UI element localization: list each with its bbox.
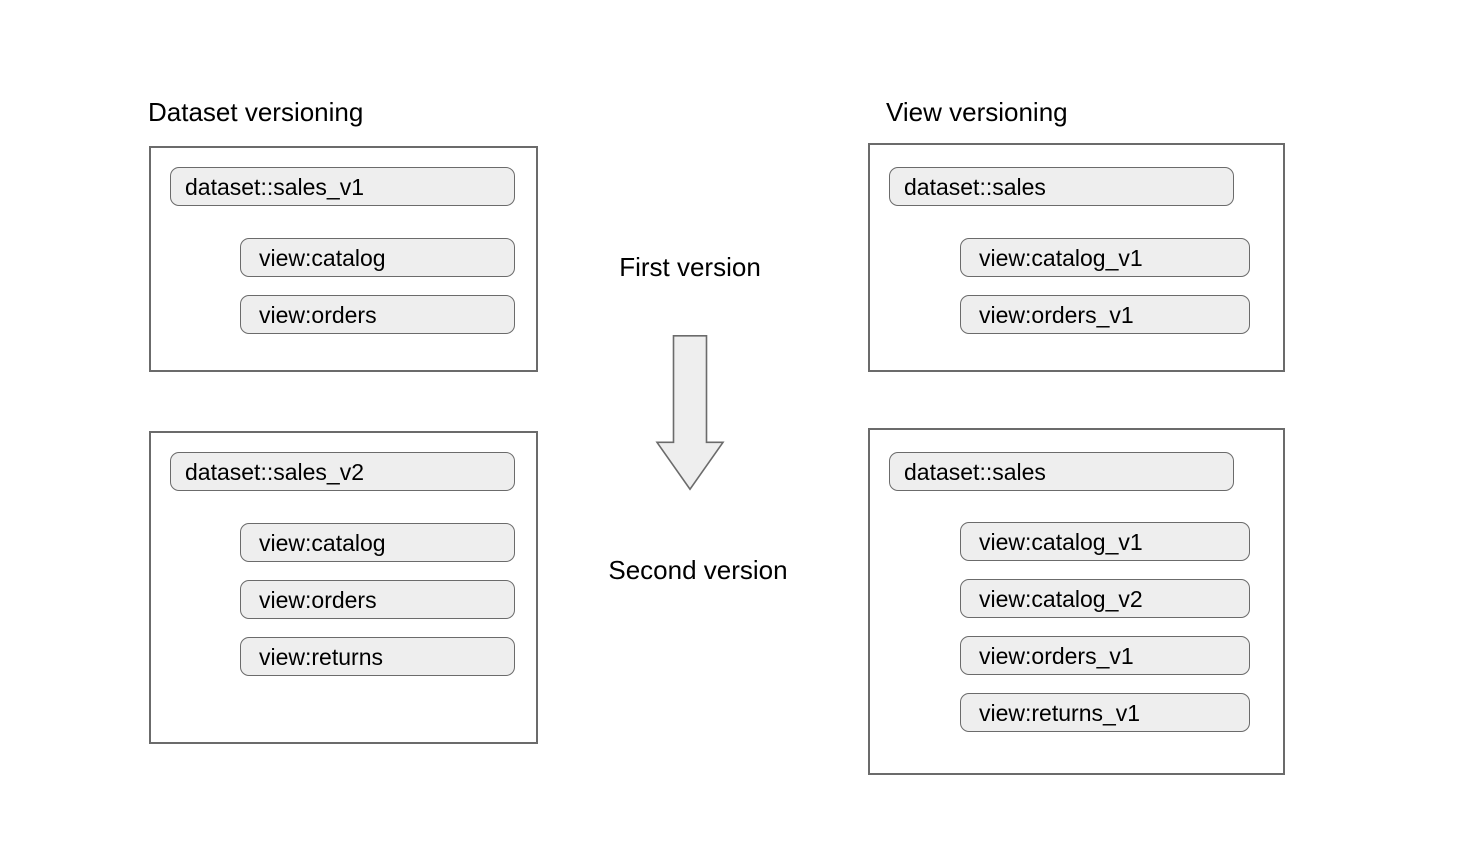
node-label: view:catalog: [259, 529, 386, 556]
node-label: view:orders: [259, 586, 377, 613]
node-dataset-sales[interactable]: dataset::sales: [889, 452, 1234, 491]
node-label: view:catalog: [259, 244, 386, 271]
node-label: view:returns_v1: [979, 699, 1141, 726]
node-label: dataset::sales_v1: [185, 173, 365, 200]
view-versioning-v2-panel: dataset::sales view:catalog_v1 view:cata…: [868, 428, 1285, 775]
node-view-catalog-v1[interactable]: view:catalog_v1: [960, 522, 1250, 561]
node-view-returns[interactable]: view:returns: [240, 637, 515, 676]
stage-label-second-version: Second version: [608, 555, 788, 585]
node-view-orders-v1[interactable]: view:orders_v1: [960, 295, 1250, 334]
node-label: view:catalog_v1: [979, 528, 1143, 555]
dataset-versioning-v2-panel: dataset::sales_v2 view:catalog view:orde…: [149, 431, 538, 744]
node-view-orders-v1[interactable]: view:orders_v1: [960, 636, 1250, 675]
node-label: view:catalog_v1: [979, 244, 1143, 271]
down-arrow-icon: [650, 333, 730, 495]
node-label: view:returns: [259, 643, 383, 670]
node-view-orders[interactable]: view:orders: [240, 295, 515, 334]
node-label: dataset::sales_v2: [185, 458, 365, 485]
node-view-catalog[interactable]: view:catalog: [240, 238, 515, 277]
dataset-versioning-heading: Dataset versioning: [148, 97, 364, 127]
node-label: view:catalog_v2: [979, 585, 1143, 612]
node-label: dataset::sales: [904, 173, 1046, 200]
node-view-catalog-v2[interactable]: view:catalog_v2: [960, 579, 1250, 618]
view-versioning-v1-panel: dataset::sales view:catalog_v1 view:orde…: [868, 143, 1285, 372]
node-dataset-sales[interactable]: dataset::sales: [889, 167, 1234, 206]
node-label: view:orders_v1: [979, 642, 1134, 669]
node-label: view:orders: [259, 301, 377, 328]
view-versioning-heading: View versioning: [886, 97, 1068, 127]
node-view-catalog-v1[interactable]: view:catalog_v1: [960, 238, 1250, 277]
node-view-returns-v1[interactable]: view:returns_v1: [960, 693, 1250, 732]
node-label: view:orders_v1: [979, 301, 1134, 328]
dataset-versioning-v1-panel: dataset::sales_v1 view:catalog view:orde…: [149, 146, 538, 372]
node-dataset-sales-v1[interactable]: dataset::sales_v1: [170, 167, 515, 206]
stage-label-first-version: First version: [619, 252, 761, 282]
node-label: dataset::sales: [904, 458, 1046, 485]
node-view-catalog[interactable]: view:catalog: [240, 523, 515, 562]
node-dataset-sales-v2[interactable]: dataset::sales_v2: [170, 452, 515, 491]
node-view-orders[interactable]: view:orders: [240, 580, 515, 619]
